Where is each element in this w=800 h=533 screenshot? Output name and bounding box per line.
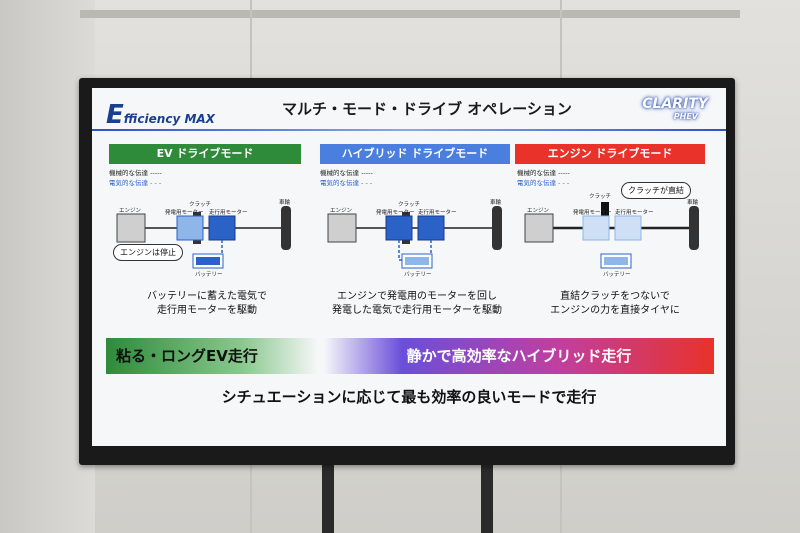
wheel xyxy=(689,206,699,250)
ev-mode-caption: バッテリーに蓄えた電気で 走行用モーターを駆動 xyxy=(147,291,267,316)
hybrid-mode-caption: エンジンで発電用のモーターを回し 発電した電気で走行用モーターを駆動 xyxy=(332,291,502,316)
ceiling-beam xyxy=(80,10,740,18)
header-divider xyxy=(92,129,726,131)
engine-block xyxy=(116,213,146,243)
hybrid-drivetrain-svg xyxy=(327,206,502,269)
hybrid-mode-diagram: 機械的な伝達 ----- 電気的な伝達 - - - クラッチ エンジン 発電用モ… xyxy=(320,168,516,298)
engine-mode-diagram: 機械的な伝達 ----- 電気的な伝達 - - - クラッチ エンジン 発電用モ… xyxy=(517,168,713,298)
engine-block xyxy=(524,213,554,243)
ev-drivetrain-svg xyxy=(116,206,291,269)
clarity-phev-logo: CLARITY PHEV xyxy=(642,96,708,121)
slide-title: マルチ・モード・ドライブ オペレーション xyxy=(282,100,572,118)
long-ev-band: 粘る・ロングEV走行 xyxy=(106,338,318,374)
engine-stopped-callout: エンジンは停止 xyxy=(113,244,183,261)
engine-drivetrain-svg xyxy=(524,202,699,269)
ev-mode-diagram: 機械的な伝達 ----- 電気的な伝達 - - - クラッチ エンジン 発電用モ… xyxy=(109,168,305,298)
generator-motor xyxy=(176,215,204,241)
engine-mode-caption: 直結クラッチをつないで エンジンの力を直接タイヤに xyxy=(550,291,680,316)
engine-block xyxy=(327,213,357,243)
drive-motor xyxy=(614,215,642,241)
drive-motor xyxy=(208,215,236,241)
slide-screen: Efficiency MAX マルチ・モード・ドライブ オペレーション CLAR… xyxy=(92,88,726,446)
wheel xyxy=(281,206,291,250)
generator-motor xyxy=(582,215,610,241)
slide-footer: シチュエーションに応じて最も効率の良いモードで走行 xyxy=(221,388,597,406)
ev-mode-header: EV ドライブモード xyxy=(109,144,301,164)
monitor-stand-leg xyxy=(322,462,334,533)
monitor-stand-leg xyxy=(481,462,493,533)
efficiency-max-logo: Efficiency MAX xyxy=(106,100,215,130)
drive-motor xyxy=(417,215,445,241)
engine-mode-header: エンジン ドライブモード xyxy=(515,144,705,164)
generator-motor xyxy=(385,215,413,241)
wheel xyxy=(492,206,502,250)
clutch-engaged-callout: クラッチが直結 xyxy=(621,182,691,199)
hybrid-mode-header: ハイブリッド ドライブモード xyxy=(320,144,510,164)
hybrid-band: 静かで高効率なハイブリッド走行 xyxy=(324,338,714,374)
clutch xyxy=(601,202,609,216)
